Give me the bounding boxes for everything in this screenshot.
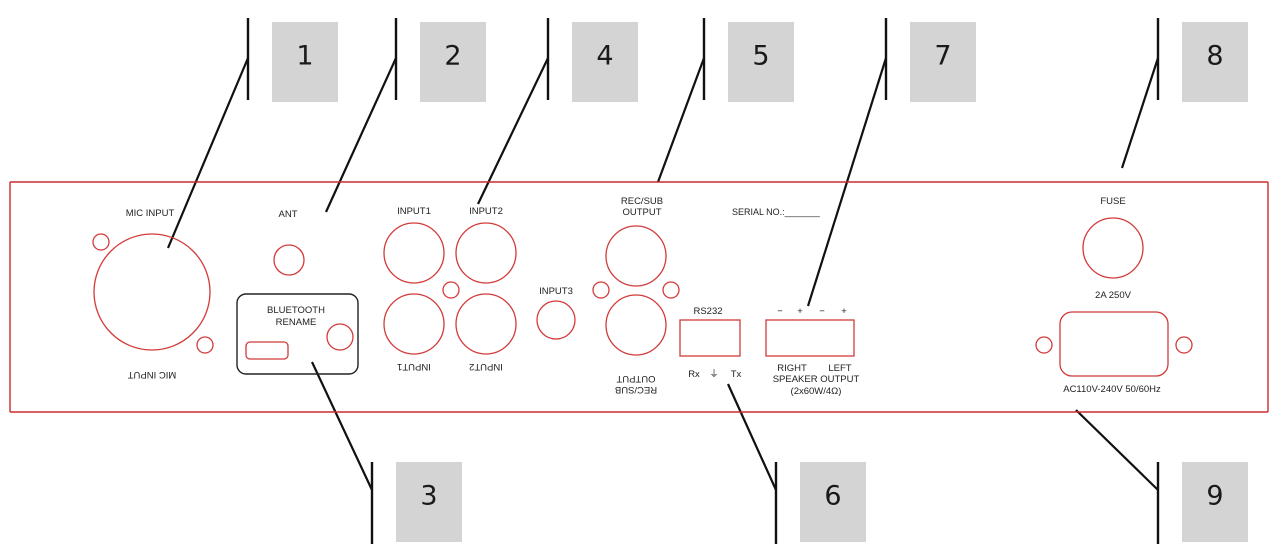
input3-jack [536, 300, 576, 340]
callout-3: 3 [370, 462, 462, 544]
fuse-rating-label: 2A 250V [1095, 290, 1132, 301]
callout-5: 5 [702, 18, 794, 102]
leader-line-1 [166, 57, 250, 249]
callout-8: 8 [1156, 18, 1248, 102]
bluetooth-usb-port [245, 341, 289, 360]
ac-mount-hole-right [1175, 336, 1193, 354]
bluetooth-rename-button [326, 323, 354, 351]
callout-2-label: 2 [444, 41, 461, 72]
callout-6: 6 [774, 462, 866, 544]
callout-4: 4 [546, 18, 638, 102]
input2-top-label: INPUT2 [469, 206, 503, 217]
callout-9: 9 [1156, 462, 1248, 544]
callout-1-label: 1 [296, 41, 313, 72]
speaker-polarity-3: − [819, 306, 825, 317]
speaker-output-label: SPEAKER OUTPUT [773, 374, 860, 385]
leader-line-5 [656, 57, 706, 183]
rec-sub-jack-top [605, 225, 667, 287]
rec-sub-mount-hole-left [592, 281, 610, 299]
fuse-label: FUSE [1100, 196, 1125, 207]
rec-sub-label: REC/SUB [621, 196, 663, 207]
input3-label: INPUT3 [539, 286, 573, 297]
input1-jack-bottom [383, 293, 445, 355]
leader-line-9 [1075, 409, 1159, 491]
rs232-label: RS232 [693, 306, 722, 317]
input2-jack-bottom [455, 293, 517, 355]
speaker-polarity-2: + [797, 306, 803, 317]
antenna-connector [273, 244, 305, 276]
callout-9-label: 9 [1206, 481, 1223, 512]
ac-power-inlet [1059, 311, 1169, 377]
rs232-connector [679, 319, 741, 357]
speaker-polarity-1: − [777, 306, 783, 317]
input1-top-label: INPUT1 [397, 206, 431, 217]
mic-mount-hole-left [92, 233, 110, 251]
callout-4-label: 4 [596, 41, 613, 72]
bluetooth-label: BLUETOOTH [267, 305, 325, 316]
speaker-right-label: RIGHT [777, 363, 807, 374]
leader-line-4 [477, 57, 549, 205]
input2-jack-top [455, 222, 517, 284]
input2-bottom-label: INPUT2 [469, 361, 503, 372]
input-mount-hole [442, 281, 460, 299]
callout-5-label: 5 [752, 41, 769, 72]
rs232-ground-label: ⏚ [709, 369, 719, 380]
mic-input-jack [93, 233, 211, 351]
ac-input-label: AC110V-240V 50/60Hz [1063, 384, 1161, 395]
serial-number-label: SERIAL NO.:_______ [732, 207, 821, 217]
callout-7: 7 [884, 18, 976, 102]
callout-6-label: 6 [824, 481, 841, 512]
bluetooth-rename-label: RENAME [276, 317, 317, 328]
mic-input-label: MIC INPUT [126, 208, 175, 219]
input1-jack-top [383, 222, 445, 284]
callout-3-label: 3 [420, 481, 437, 512]
leader-line-3 [311, 361, 373, 491]
leader-line-8 [1120, 57, 1160, 169]
speaker-power-rating: (2x60W/4Ω) [791, 386, 842, 397]
rs232-rx-label: Rx [688, 369, 700, 380]
ant-label: ANT [279, 209, 298, 220]
rec-sub-mount-hole-right [662, 281, 680, 299]
fuse-holder [1082, 217, 1144, 279]
input1-bottom-label: INPUT1 [397, 361, 431, 372]
callout-2: 2 [394, 18, 486, 102]
leader-line-6 [726, 383, 778, 491]
rec-sub-jack-bottom [605, 294, 667, 356]
mic-input-inverted-label: MIC INPUT [128, 369, 177, 380]
rs232-tx-label: Tx [731, 369, 742, 380]
bluetooth-module [236, 293, 359, 375]
ac-mount-hole-left [1035, 336, 1053, 354]
mic-mount-hole-right [196, 336, 214, 354]
callout-1: 1 [246, 18, 338, 102]
rec-sub-bottom-label: REC/SUB [615, 384, 657, 395]
callout-8-label: 8 [1206, 41, 1223, 72]
callout-7-label: 7 [934, 41, 951, 72]
speaker-polarity-4: + [841, 306, 847, 317]
leader-line-2 [324, 57, 398, 213]
rec-sub-output-label: OUTPUT [622, 207, 661, 218]
speaker-left-label: LEFT [828, 363, 851, 374]
speaker-output-terminal [765, 319, 855, 357]
rec-sub-bottom-output-label: OUTPUT [616, 373, 655, 384]
